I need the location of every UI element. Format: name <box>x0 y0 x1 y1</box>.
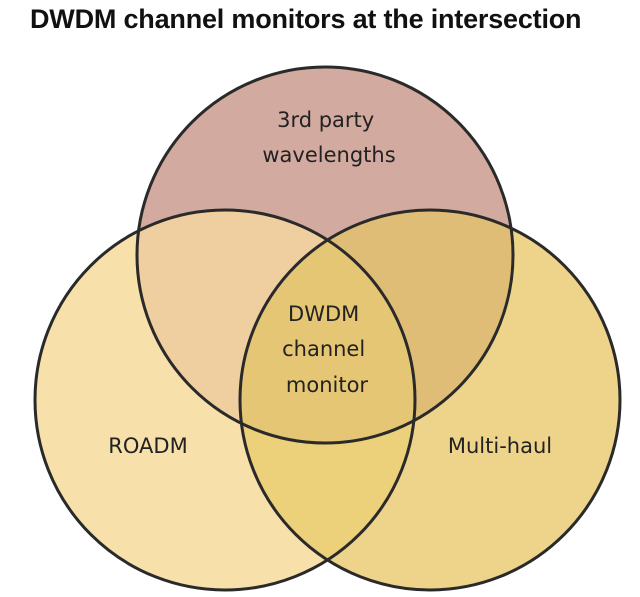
top-set-label-line-1: 3rd party <box>277 108 374 132</box>
right-set-outline <box>238 208 622 592</box>
left-set-outline <box>33 208 417 592</box>
top-set-label-line-2: wavelengths <box>262 143 395 167</box>
diagram-title: DWDM channel monitors at the intersectio… <box>30 4 582 34</box>
right-set-label: Multi-haul <box>448 434 552 458</box>
left-set-label: ROADM <box>108 434 187 458</box>
center-label-line-1: DWDM <box>288 302 359 326</box>
center-label-line-2: channel <box>282 337 365 361</box>
center-label: DWDM channel monitor <box>282 302 372 397</box>
top-set-label: 3rd party wavelengths <box>262 108 395 167</box>
top-set-outline <box>135 65 515 445</box>
center-overlap <box>240 210 415 443</box>
center-label-line-3: monitor <box>286 373 369 397</box>
